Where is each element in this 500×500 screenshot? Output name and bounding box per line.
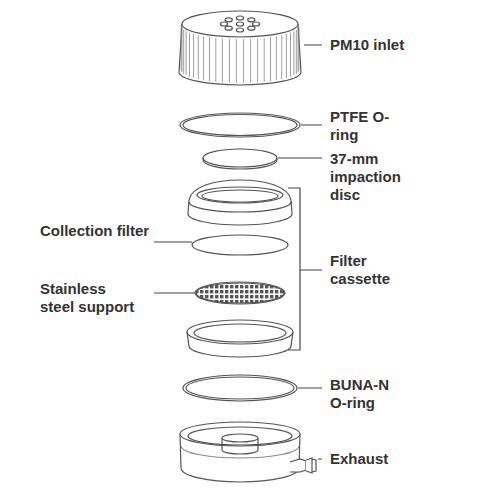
knurl-stroke xyxy=(183,30,184,74)
part-label: PM10 inlet xyxy=(330,36,460,54)
knurl-stroke xyxy=(243,39,244,83)
part-label: Stainless steel support xyxy=(40,280,140,316)
inlet-hole xyxy=(225,18,232,22)
knurl-stroke xyxy=(236,39,237,83)
knurl-stroke xyxy=(281,35,282,79)
knurl-stroke xyxy=(264,38,265,82)
knurl-stroke xyxy=(181,27,182,71)
knurl-stroke xyxy=(198,35,199,79)
inlet-hole xyxy=(236,16,243,20)
knurl-stroke xyxy=(250,39,251,83)
part-label: Collection filter xyxy=(40,222,152,240)
part-label: Filter cassette xyxy=(330,252,414,288)
knurl-stroke xyxy=(193,34,194,78)
knurl-stroke xyxy=(189,33,190,77)
inlet-hole xyxy=(248,18,255,22)
knurl-stroke xyxy=(298,27,299,71)
inlet-hole xyxy=(236,28,243,32)
knurl-stroke xyxy=(298,28,299,72)
knurl-stroke xyxy=(182,28,183,72)
part-label: BUNA-N O-ring xyxy=(330,376,408,412)
inlet-hole xyxy=(252,22,259,26)
knurl-stroke xyxy=(209,37,210,81)
knurl-stroke xyxy=(186,31,187,75)
knurl-stroke xyxy=(222,38,223,82)
knurl-stroke xyxy=(290,33,291,77)
inlet-hole xyxy=(236,22,243,26)
knurl-stroke xyxy=(270,37,271,81)
knurl-stroke xyxy=(286,34,287,78)
knurl-stroke xyxy=(203,36,204,80)
part-label: 37-mm impaction disc xyxy=(330,150,418,204)
inlet-hole xyxy=(225,26,232,30)
knurl-stroke xyxy=(215,38,216,82)
knurl-stroke xyxy=(293,31,294,75)
part-label: Exhaust xyxy=(330,450,440,468)
knurl-stroke xyxy=(229,39,230,83)
knurl-stroke xyxy=(276,36,277,80)
inlet-hole xyxy=(220,22,227,26)
part-label: PTFE O-ring xyxy=(330,108,392,144)
inlet-hole xyxy=(248,26,255,30)
knurl-stroke xyxy=(257,38,258,82)
knurl-stroke xyxy=(296,30,297,74)
